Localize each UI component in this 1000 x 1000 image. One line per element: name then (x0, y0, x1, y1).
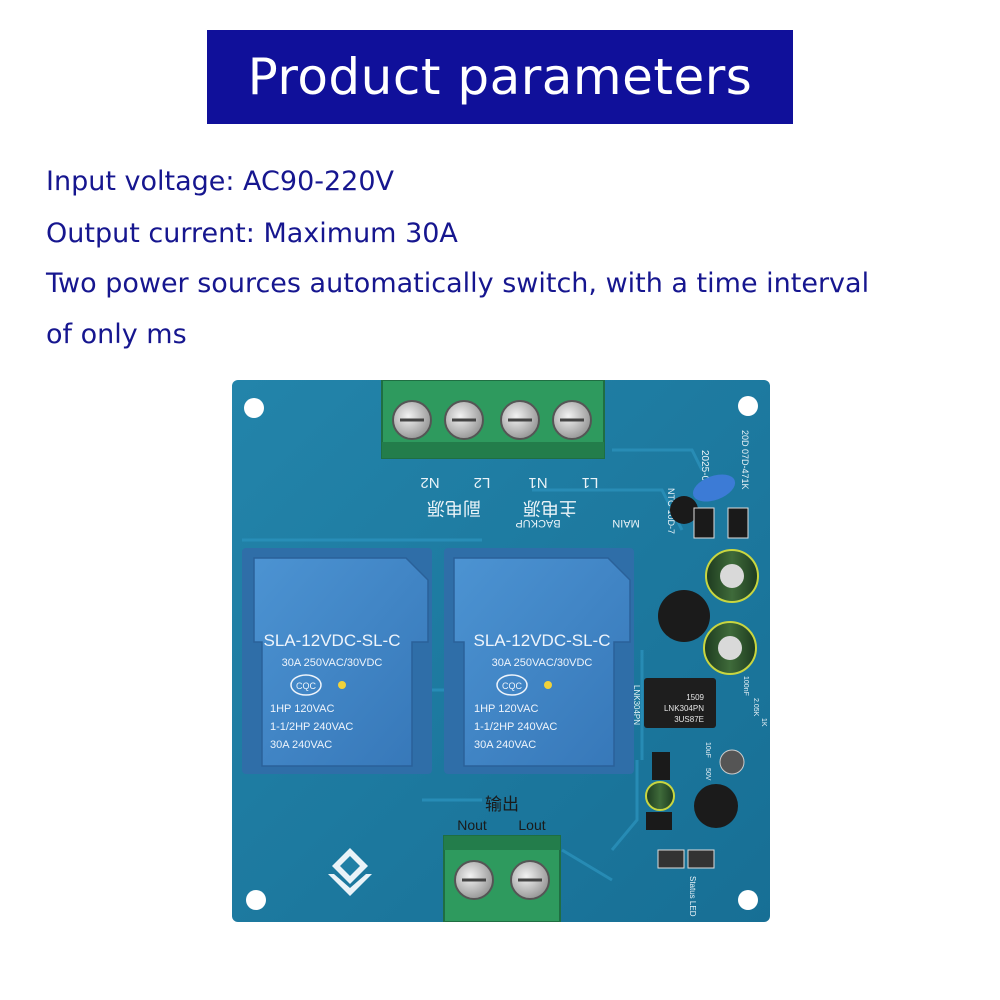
relay-2-line2: 1-1/2HP 240VAC (474, 721, 557, 733)
cap-label-1: 100nF (742, 676, 749, 696)
capacitor-1-top (720, 564, 744, 588)
label-varistor: 20D 07D-471K (740, 430, 750, 490)
cap-label-5: 50V (704, 768, 711, 781)
chip-line3: 3US87E (674, 715, 704, 724)
relay-2-line3: 30A 240VAC (474, 739, 536, 751)
relay-2-rating: 30A 250VAC/30VDC (492, 657, 593, 669)
label-status-led: Status LED (688, 876, 697, 917)
title-banner: Product parameters (207, 30, 793, 124)
chip-line2: LNK304PN (664, 704, 704, 713)
capacitor-3 (645, 781, 675, 811)
status-led-1 (657, 849, 685, 869)
label-date: 2025-06-24 (699, 450, 710, 502)
relay-1-line3: 30A 240VAC (270, 739, 332, 751)
label-backup-cn: 副电源 (427, 498, 481, 518)
label-backup: BACKUP (515, 517, 560, 529)
pcb-photo: N2 L2 N1 L1 副电源 主电源 BACKUP MAIN 2025-06-… (232, 379, 770, 923)
label-l2: L2 (474, 474, 491, 491)
relay-1: SLA-12VDC-SL-C 30A 250VAC/30VDC CQC 1HP … (242, 548, 432, 774)
relay-1-cert: CQC (296, 681, 317, 691)
chip-lnk304pn (644, 678, 716, 728)
param-input-voltage: Input voltage: AC90-220V (46, 166, 395, 197)
varistor (692, 474, 736, 502)
status-led-2 (687, 849, 715, 869)
label-l1: L1 (582, 474, 599, 491)
relay-2-cert-mark (496, 674, 528, 696)
param-switch-time-cont: of only ms (46, 319, 187, 350)
label-main-cn: 主电源 (523, 498, 577, 518)
relay-2-model: SLA-12VDC-SL-C (474, 631, 611, 650)
relay-2-cert: CQC (502, 681, 523, 691)
label-nout: Nout (457, 817, 487, 833)
relay-2-dot (544, 681, 552, 689)
power-supply-section: 1509 LNK304PN 3US87E LNK304PN 100nF 2.05… (632, 474, 767, 917)
screw-n1 (500, 400, 540, 440)
relay-2: SLA-12VDC-SL-C 30A 250VAC/30VDC CQC 1HP … (444, 548, 634, 774)
page-title: Product parameters (247, 48, 753, 106)
param-switch-time: Two power sources automatically switch, … (46, 268, 870, 299)
diode-4 (646, 812, 672, 830)
screw-l2 (444, 400, 484, 440)
screw-n2 (392, 400, 432, 440)
relay-1-cert-mark (290, 674, 322, 696)
cap-label-3: 1K (760, 718, 767, 727)
mounting-holes (244, 396, 758, 910)
hole-top-left (244, 398, 264, 418)
cap-label-4: 10uF (704, 742, 711, 758)
diode-1 (693, 507, 715, 539)
hole-top-right (738, 396, 758, 416)
capacitor-4 (719, 749, 745, 775)
input-terminal-block (381, 379, 605, 459)
screw-l1 (552, 400, 592, 440)
label-main: MAIN (612, 517, 640, 529)
brand-logo-icon (328, 848, 372, 896)
chip-side-label: LNK304PN (632, 685, 641, 725)
output-terminal-block (443, 835, 561, 923)
inductor-2 (694, 784, 738, 828)
label-lout: Lout (518, 817, 545, 833)
label-output-cn: 输出 (485, 795, 519, 814)
chip-line1: 1509 (686, 693, 704, 702)
param-output-current: Output current: Maximum 30A (46, 218, 458, 249)
diode-3 (652, 752, 670, 780)
relay-1-line2: 1-1/2HP 240VAC (270, 721, 353, 733)
label-n2: N2 (420, 474, 439, 491)
relay-1-dot (338, 681, 346, 689)
relay-1-line1: 1HP 120VAC (270, 703, 334, 715)
cap-label-2: 2.05K (752, 698, 759, 717)
capacitor-2-top (718, 636, 742, 660)
relay-1-model: SLA-12VDC-SL-C (264, 631, 401, 650)
pcb-board: N2 L2 N1 L1 副电源 主电源 BACKUP MAIN 2025-06-… (232, 379, 770, 923)
relay-2-line1: 1HP 120VAC (474, 703, 538, 715)
screw-lout (510, 860, 550, 900)
inductor-1 (658, 590, 710, 642)
screw-nout (454, 860, 494, 900)
relay-1-rating: 30A 250VAC/30VDC (282, 657, 383, 669)
hole-bottom-left (246, 890, 266, 910)
ntc-thermistor (670, 496, 698, 524)
label-n1: N1 (528, 474, 547, 491)
hole-bottom-right (738, 890, 758, 910)
diode-2 (727, 507, 749, 539)
